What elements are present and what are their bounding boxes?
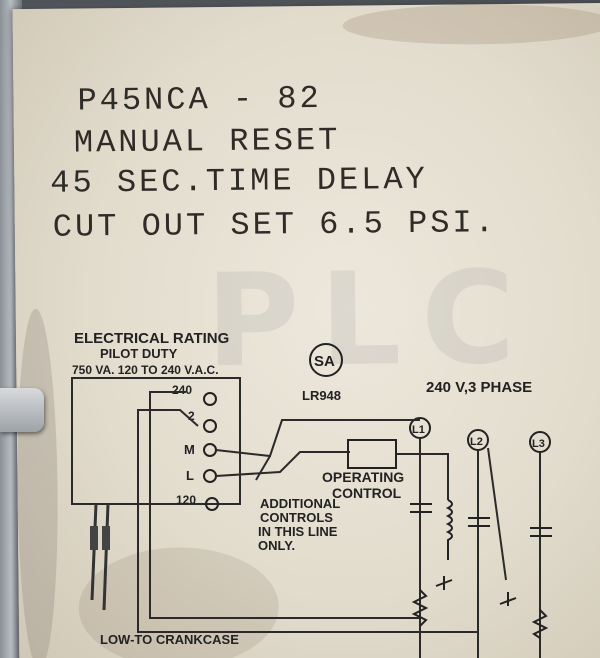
additional-controls-label: CONTROLS bbox=[260, 510, 333, 525]
line-label: L2 bbox=[470, 436, 483, 448]
additional-controls-label: IN THIS LINE bbox=[258, 524, 338, 539]
operating-control-label: CONTROL bbox=[332, 485, 402, 501]
coil bbox=[445, 499, 453, 560]
wire bbox=[137, 409, 199, 610]
lead-wire bbox=[90, 503, 110, 611]
terminal-block: 240 2 M L 120 bbox=[172, 383, 219, 511]
capacitor-marks bbox=[410, 503, 552, 537]
supply-label: 240 V,3 PHASE bbox=[426, 379, 532, 396]
wire bbox=[396, 453, 449, 500]
rating-values: 750 VA. 120 TO 240 V.A.C. bbox=[72, 363, 219, 377]
lead-connector bbox=[90, 526, 98, 550]
lead-connector bbox=[102, 526, 110, 550]
terminal-circle bbox=[203, 469, 217, 483]
line-terminals: L1 L2 L3 bbox=[409, 417, 551, 453]
metal-clip bbox=[0, 388, 44, 432]
terminal-circle bbox=[203, 443, 217, 457]
cert-mark: SA bbox=[314, 353, 335, 370]
wire bbox=[149, 600, 420, 619]
wire bbox=[137, 610, 478, 633]
heater-element bbox=[411, 589, 429, 627]
terminal-circle bbox=[203, 419, 217, 433]
terminal-label: M bbox=[184, 442, 195, 457]
additional-controls-label: ADDITIONAL bbox=[260, 496, 340, 511]
cert-code: LR948 bbox=[302, 388, 341, 403]
wire bbox=[487, 447, 507, 581]
rating-title: ELECTRICAL RATING bbox=[74, 330, 229, 347]
terminal-circle bbox=[203, 392, 217, 406]
cert-mark-circle bbox=[309, 343, 343, 377]
operating-control-switch bbox=[347, 439, 397, 469]
additional-controls-label: ONLY. bbox=[258, 538, 295, 553]
wire bbox=[215, 419, 420, 458]
terminal-label: 120 bbox=[176, 493, 196, 507]
control-box bbox=[71, 377, 241, 505]
terminal-label: 240 bbox=[172, 383, 192, 397]
rating-subtitle: PILOT DUTY bbox=[100, 346, 178, 361]
line-label: L1 bbox=[412, 424, 425, 436]
contact-marks bbox=[435, 576, 517, 606]
terminal-circle bbox=[205, 497, 219, 511]
terminal-label: L bbox=[186, 468, 194, 483]
operating-control-label: OPERATING bbox=[322, 469, 404, 485]
line-label: L3 bbox=[532, 438, 545, 450]
terminal-label: 2 bbox=[188, 409, 195, 423]
heater-element bbox=[531, 609, 549, 639]
bottom-note: LOW-TO CRANKCASE bbox=[100, 632, 239, 647]
wire bbox=[255, 455, 271, 481]
wire bbox=[149, 391, 186, 600]
wire bbox=[215, 451, 350, 477]
